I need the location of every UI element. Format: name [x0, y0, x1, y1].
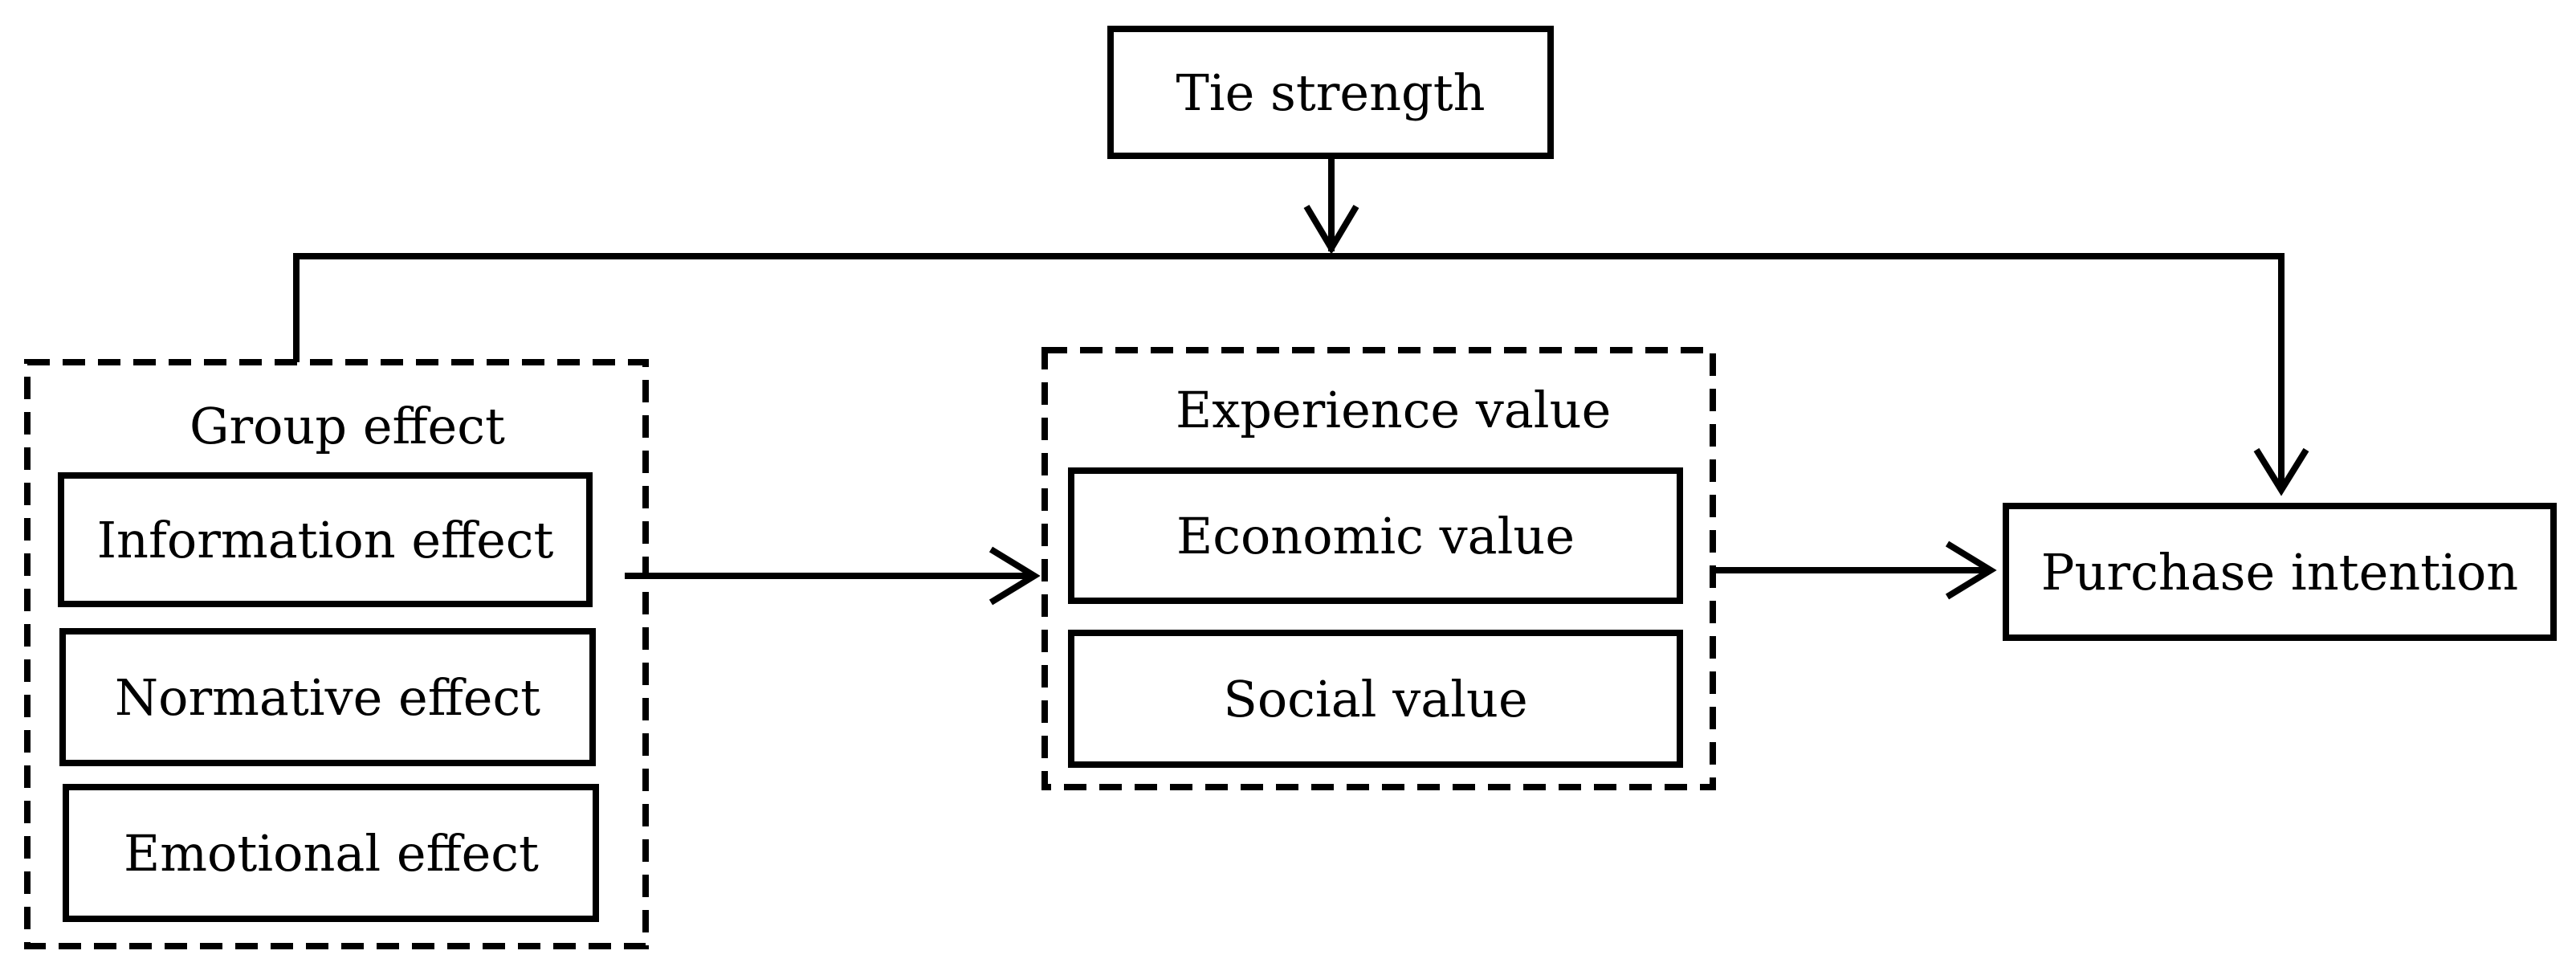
group-to-experience-arrowhead — [988, 546, 1041, 606]
information-effect-box: Information effect — [58, 472, 593, 607]
purchase-intention-box: Purchase intention — [2003, 503, 2557, 641]
information-effect-label: Information effect — [96, 510, 554, 569]
purchase-arrowhead — [2253, 447, 2309, 496]
social-value-box: Social value — [1068, 630, 1683, 768]
group-to-purchase-line — [293, 253, 2285, 490]
normative-effect-label: Normative effect — [114, 667, 541, 727]
emotional-effect-box: Emotional effect — [63, 784, 599, 922]
experience-to-purchase-arrowhead — [1945, 541, 1997, 600]
economic-value-label: Economic value — [1176, 506, 1575, 565]
purchase-intention-label: Purchase intention — [2040, 542, 2519, 602]
social-value-label: Social value — [1223, 669, 1528, 728]
emotional-effect-label: Emotional effect — [124, 823, 539, 883]
tie-strength-box: Tie strength — [1107, 26, 1554, 159]
economic-value-box: Economic value — [1068, 467, 1683, 604]
tie-strength-label: Tie strength — [1176, 63, 1486, 122]
group-effect-title: Group effect — [190, 397, 505, 455]
tie-strength-arrowhead — [1303, 204, 1359, 255]
experience-value-title: Experience value — [1176, 381, 1612, 439]
normative-effect-box: Normative effect — [59, 628, 596, 766]
